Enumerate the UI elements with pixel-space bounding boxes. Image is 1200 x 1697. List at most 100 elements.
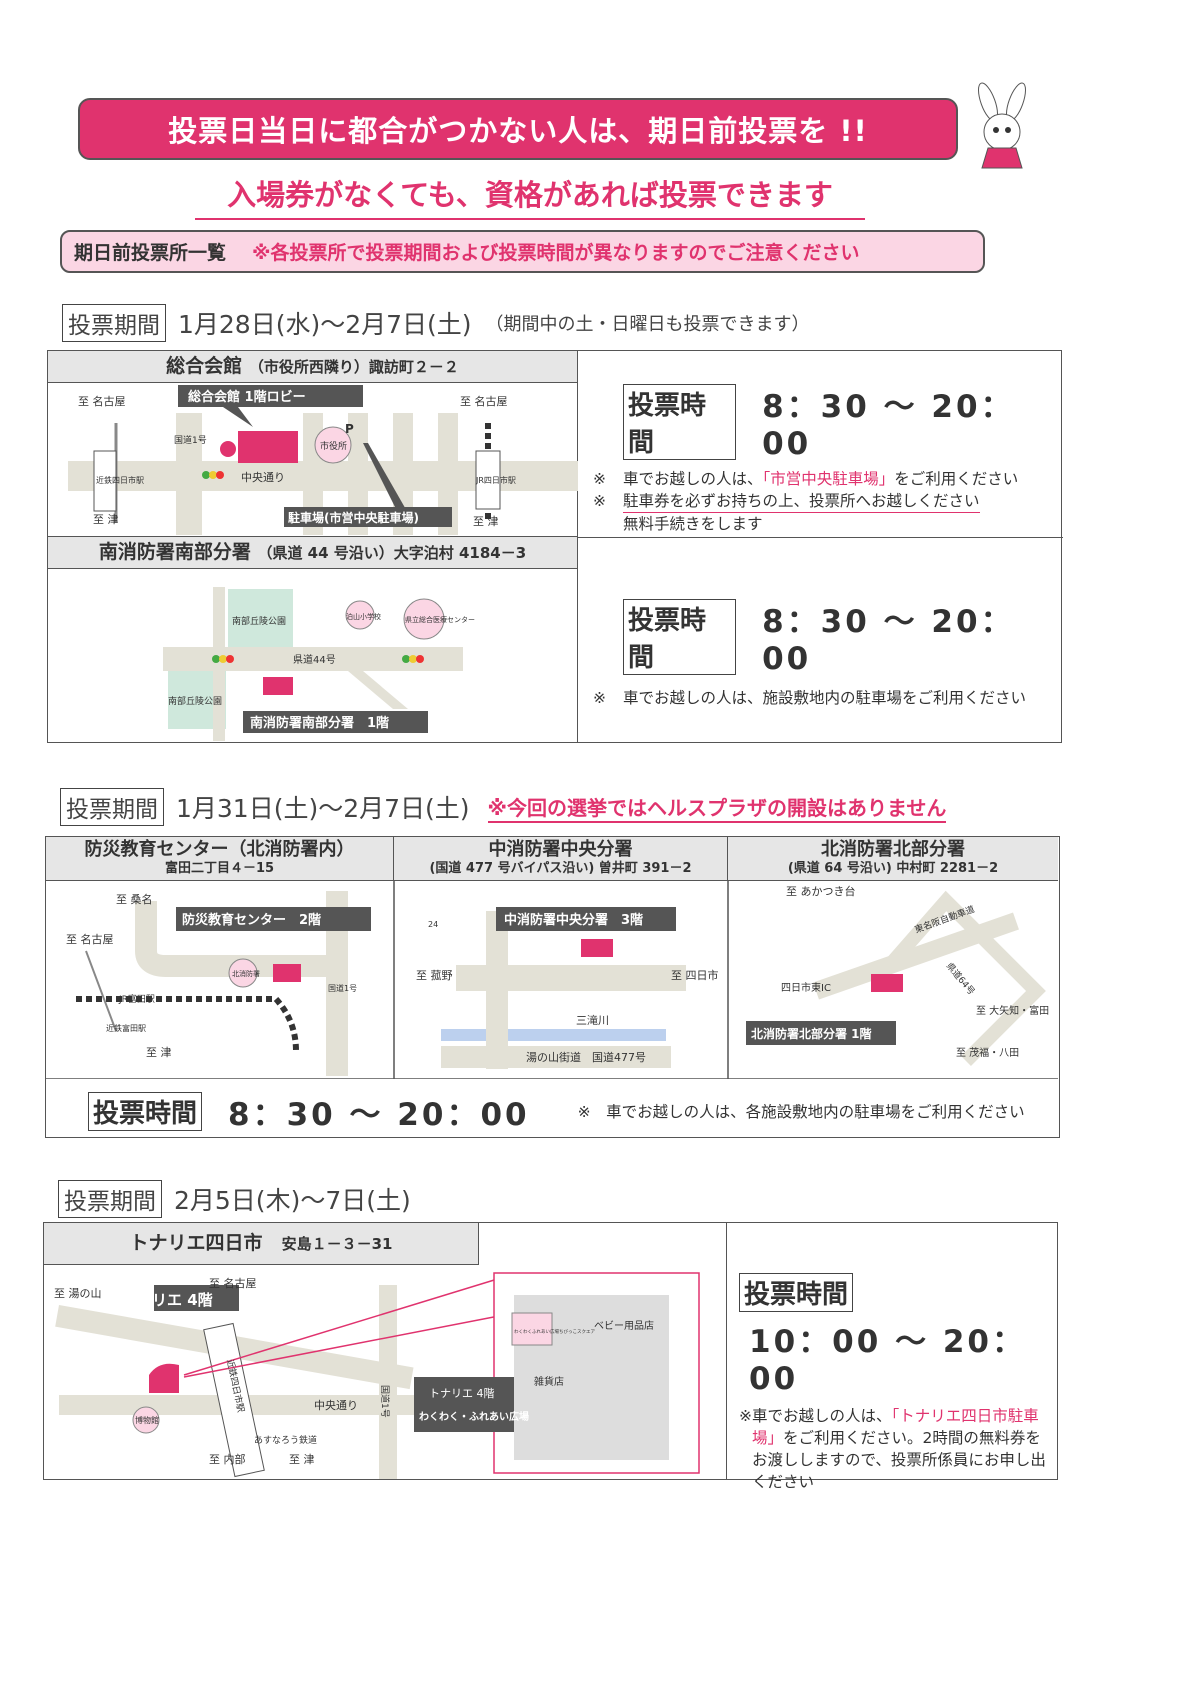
venue-name: トナリエ四日市 bbox=[129, 1232, 263, 1254]
map-label-route1: 国道1号 bbox=[174, 434, 207, 446]
map-label-city-hall: 市役所 bbox=[320, 440, 347, 452]
list-title: 期日前投票所一覧 bbox=[74, 242, 227, 264]
venue-name: 中消防署中央分署 bbox=[488, 839, 633, 860]
period-label: 投票期間 bbox=[58, 1180, 162, 1218]
map-label: 至 四日市 bbox=[671, 968, 719, 982]
venue-header: トナリエ四日市 安島１－３－31 bbox=[44, 1223, 479, 1265]
venue-name: 南消防署南部分署 bbox=[98, 541, 251, 563]
notes: ※ 車でお越しの人は、「市営中央駐車場」をご利用ください ※ 駐車券を必ずお持ちの上… bbox=[593, 468, 1061, 535]
note-mark: ※ bbox=[593, 492, 606, 510]
note-mark bbox=[593, 513, 623, 535]
note-mark: ※ bbox=[739, 1407, 752, 1425]
map-label-park: 南部丘陵公園 bbox=[168, 695, 222, 707]
period-warning: ※今回の選挙ではヘルスプラザの開設はありません bbox=[487, 792, 947, 823]
period-dates: 2月5日(木)～7日(土) bbox=[174, 1186, 411, 1215]
map-label-ic: 四日市東IC bbox=[781, 981, 831, 994]
map-label-route: 国道1号 bbox=[328, 983, 357, 993]
map-label: 至 茂福・八田 bbox=[956, 1046, 1019, 1059]
map-callout: 北消防署北部分署 1階 bbox=[751, 1026, 872, 1041]
note-mark: ※ bbox=[593, 470, 606, 488]
venue-box-1: 総合会館 （市役所西隣り）諏訪町２－２ 至 名古屋 至 名古屋 至 津 至 津 … bbox=[47, 350, 1063, 743]
venue-address: （市役所西隣り）諏訪町２－２ bbox=[248, 358, 459, 376]
venue-headers: 防災教育センター（北消防署内）富田二丁目４－15 中消防署中央分署(国道 477… bbox=[46, 837, 1058, 881]
map-label-museum: 博物館 bbox=[135, 1415, 159, 1425]
map-label: 至 津 bbox=[146, 1046, 172, 1059]
venue-address: (県道 64 号沿い) 中村町 2281－2 bbox=[787, 861, 999, 876]
hours-block-4: 投票時間 10：00 ～ 20：00 ※ 車でお越しの人は、「トナリエ四日市駐車… bbox=[739, 1273, 1049, 1493]
period-dates: 1月28日(水)～2月7日(土) bbox=[178, 310, 472, 339]
section2-maps: 至 桑名 至 名古屋 JR富田駅 近鉄富田駅 至 津 北消防署 国道1号 防災教… bbox=[46, 881, 1058, 1079]
map-label-to-nagoya: 至 名古屋 bbox=[460, 394, 508, 408]
venue-address: 安島１－３－31 bbox=[281, 1235, 393, 1253]
voting-period-3: 投票期間 2月5日(木)～7日(土) bbox=[58, 1180, 411, 1218]
hours-block-1: 投票時間 8：30 ～ 20：00 ※ 車でお越しの人は、「市営中央駐車場」をご利用… bbox=[593, 381, 1061, 535]
map-label-school: 泊山小学校 bbox=[346, 612, 381, 621]
venue-header: 総合会館 （市役所西隣り）諏訪町２－２ bbox=[48, 351, 577, 383]
map-callout: わくわく・ふれあい広場 bbox=[419, 1410, 529, 1423]
map-label-shop: 雑貨店 bbox=[534, 1375, 564, 1388]
venue-name: 防災教育センター（北消防署内） bbox=[84, 839, 355, 860]
sogo-kaikan-map: 至 名古屋 至 名古屋 至 津 至 津 近鉄四日市駅 JR四日市駅 国道1号 中… bbox=[68, 385, 578, 535]
tonarie-map: 至 湯の山 至 名古屋 トナリエ 4階 博物館 近鉄四日市駅 国道1号 中央通り… bbox=[54, 1272, 700, 1479]
note-text: 駐車券を必ずお持ちの上、投票所へお越しください bbox=[623, 490, 980, 513]
voting-period-2: 投票期間 1月31日(土)～2月7日(土) ※今回の選挙ではヘルスプラザの開設は… bbox=[60, 788, 947, 826]
hours-value: 8：30 ～ 20：00 bbox=[228, 1097, 530, 1133]
sogo-kaikan-map-panel: 総合会館 （市役所西隣り）諏訪町２－２ 至 名古屋 至 名古屋 至 津 至 津 … bbox=[48, 351, 578, 537]
minami-fire-map-panel: 南消防署南部分署 （県道 44 号沿い）大字泊村 4184－3 南部丘陵公園 南… bbox=[48, 537, 578, 742]
headline-banner: 投票日当日に都合がつかない人は、期日前投票を !! bbox=[78, 98, 958, 160]
map-label-route: 国道1号 bbox=[379, 1385, 391, 1418]
venue-header: 南消防署南部分署 （県道 44 号沿い）大字泊村 4184－3 bbox=[48, 537, 577, 569]
venue-name: 北消防署北部分署 bbox=[821, 839, 965, 860]
list-note: ※各投票所で投票期間および投票時間が異なりますのでご注意ください bbox=[252, 242, 860, 264]
map-label: 至 内部 bbox=[209, 1452, 246, 1466]
hours-label: 投票時間 bbox=[623, 598, 737, 675]
map-callout: 総合会館 1階ロビー bbox=[188, 389, 306, 405]
map-label: 至 大矢知・富田 bbox=[976, 1004, 1049, 1017]
subtitle: 入場券がなくても、資格があれば投票できます bbox=[195, 172, 865, 220]
map-label: 至 あかつき台 bbox=[786, 884, 856, 898]
note-mark: ※ bbox=[577, 1102, 591, 1121]
venue-address: （県道 44 号沿い）大字泊村 4184－3 bbox=[257, 544, 527, 562]
map-callout-parking: 駐車場(市営中央駐車場) bbox=[288, 510, 419, 525]
notes: ※ 車でお越しの人は、「トナリエ四日市駐車場」をご利用ください。2時間の無料券を… bbox=[739, 1405, 1049, 1493]
notes: ※ 車でお越しの人は、各施設敷地内の駐車場をご利用ください bbox=[578, 1101, 1025, 1123]
note-parking-name: 「市営中央駐車場」 bbox=[762, 470, 895, 488]
divider bbox=[726, 1223, 727, 1479]
venue-box-3: トナリエ四日市 安島１－３－31 至 湯の山 至 名古屋 トナリエ 4階 博物館… bbox=[43, 1222, 1058, 1491]
hours-label: 投票時間 bbox=[623, 383, 737, 460]
note-text: 無料手続きをします bbox=[623, 515, 763, 533]
map-label-kintetsu-station: 近鉄四日市駅 bbox=[96, 475, 144, 485]
parking-icon: P bbox=[345, 422, 354, 436]
venue-name: 総合会館 bbox=[166, 355, 243, 377]
map-label-street: 中央通り bbox=[241, 471, 285, 484]
note-text: 車でお越しの人は、 bbox=[623, 470, 763, 488]
map-label: 至 津 bbox=[289, 1453, 315, 1466]
map-label-to-nagoya: 至 名古屋 bbox=[78, 394, 126, 408]
note-text: 車でお越しの人は、 bbox=[752, 1407, 892, 1425]
map-callout: トナリエ 4階 bbox=[429, 1386, 495, 1400]
note-text: をご利用ください。2時間の無料券をお渡ししますので、投票所係員にお申し出ください bbox=[752, 1429, 1046, 1491]
venue-address: (国道 477 号バイパス沿い) 曽井町 391－2 bbox=[429, 861, 692, 876]
note-text: をご利用ください bbox=[894, 470, 1019, 488]
map-label-shop: ベビー用品店 bbox=[594, 1319, 654, 1332]
map-label-route: 県道64号 bbox=[944, 960, 978, 997]
map-label: 至 菰野 bbox=[416, 969, 453, 982]
map-callout: トナリエ 4階 bbox=[122, 1291, 213, 1309]
hours-value: 8：30 ～ 20：00 bbox=[762, 389, 1015, 462]
map-label-road: 湯の山街道 国道477号 bbox=[526, 1050, 646, 1064]
map-callout: 防災教育センター 2階 bbox=[182, 912, 321, 928]
map-label-road: 県道44号 bbox=[293, 653, 336, 666]
map-label-station: 近鉄富田駅 bbox=[106, 1023, 146, 1033]
map-label-fire-station: 北消防署 bbox=[232, 969, 260, 978]
map-label-route-number: 24 bbox=[428, 920, 438, 929]
map-label: 至 名古屋 bbox=[66, 932, 114, 946]
period-note: （期間中の土・日曜日も投票できます） bbox=[485, 314, 810, 335]
venue-address: 富田二丁目４－15 bbox=[164, 861, 275, 876]
map-label-street: 中央通り bbox=[314, 1399, 358, 1412]
rabbit-mascot-icon bbox=[978, 82, 1026, 169]
minami-fire-map: 南部丘陵公園 南部丘陵公園 泊山小学校 県立総合医療センター 県道44号 南消防… bbox=[163, 587, 475, 742]
hours-value: 8：30 ～ 20：00 bbox=[762, 604, 1015, 677]
note-text: 車でお越しの人は、施設敷地内の駐車場をご利用ください bbox=[623, 689, 1027, 707]
